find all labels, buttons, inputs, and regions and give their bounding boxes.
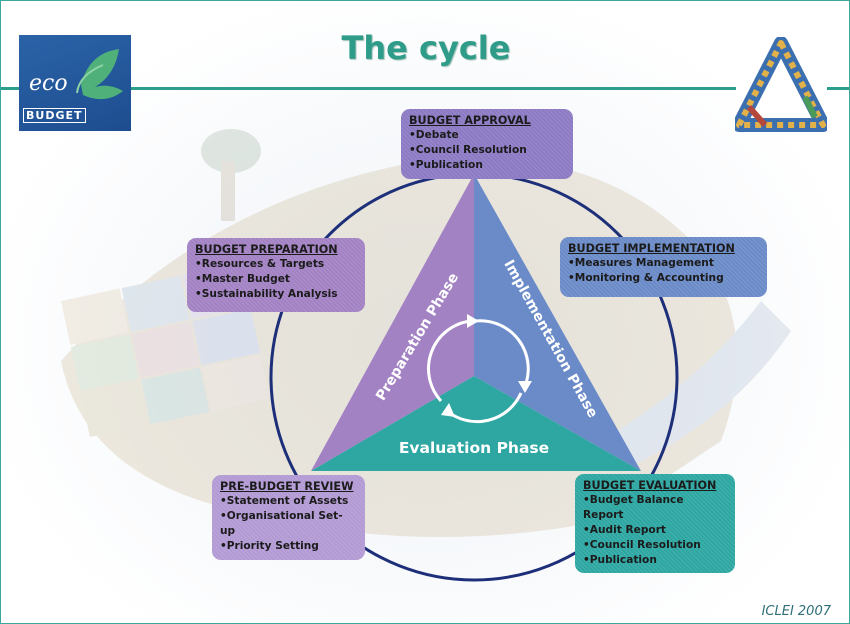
- logo-budget-text: BUDGET: [23, 108, 86, 123]
- list-item: Debate: [409, 128, 565, 143]
- arrow-head-left: [441, 403, 455, 417]
- list-item: Statement of Assets: [220, 494, 357, 509]
- evaluation-sector: [311, 376, 641, 471]
- list-item: Measures Management: [568, 256, 759, 271]
- implementation-sector: [474, 174, 641, 471]
- slide-title: The cycle: [341, 29, 511, 67]
- header-rule-left: [1, 87, 19, 90]
- list-item: Council Resolution: [409, 143, 565, 158]
- list-item: Council Resolution: [583, 538, 727, 553]
- pre-budget-review-box: PRE-BUDGET REVIEW Statement of Assets Or…: [212, 475, 365, 560]
- list-item: Publication: [583, 553, 727, 568]
- budget-implementation-box: BUDGET IMPLEMENTATION Measures Managemen…: [560, 237, 767, 297]
- budget-preparation-box: BUDGET PREPARATION Resources & Targets M…: [187, 238, 365, 312]
- arrow-head-right: [518, 381, 532, 393]
- logo-eco-text: eco: [29, 71, 68, 96]
- box-heading: BUDGET PREPARATION: [195, 243, 338, 256]
- list-item: Master Budget: [195, 272, 357, 287]
- box-heading: PRE-BUDGET REVIEW: [220, 480, 354, 493]
- list-item: Audit Report: [583, 523, 727, 538]
- ecobudget-logo: eco BUDGET: [19, 35, 131, 131]
- list-item: Priority Setting: [220, 539, 357, 554]
- leaf-icon: [76, 49, 123, 100]
- preparation-sector: [311, 174, 474, 471]
- budget-evaluation-box: BUDGET EVALUATION Budget Balance Report …: [575, 474, 735, 573]
- box-heading: BUDGET IMPLEMENTATION: [568, 242, 735, 255]
- list-item: Budget Balance Report: [583, 493, 727, 523]
- credit-text: ICLEI 2007: [761, 604, 831, 619]
- evaluation-phase-label: Evaluation Phase: [399, 439, 549, 457]
- budget-approval-box: BUDGET APPROVAL Debate Council Resolutio…: [401, 109, 573, 179]
- list-item: Organisational Set-up: [220, 509, 357, 539]
- list-item: Sustainability Analysis: [195, 287, 357, 302]
- cycle-emblem-icon: [735, 37, 827, 132]
- arrow-head-top: [467, 314, 479, 328]
- box-heading: BUDGET APPROVAL: [409, 114, 531, 127]
- list-item: Publication: [409, 158, 565, 173]
- header-rule-right: [827, 87, 849, 90]
- box-heading: BUDGET EVALUATION: [583, 479, 717, 492]
- list-item: Monitoring & Accounting: [568, 271, 759, 286]
- header-rule: [131, 87, 736, 90]
- list-item: Resources & Targets: [195, 257, 357, 272]
- cycle-arrows-icon: [427, 319, 530, 424]
